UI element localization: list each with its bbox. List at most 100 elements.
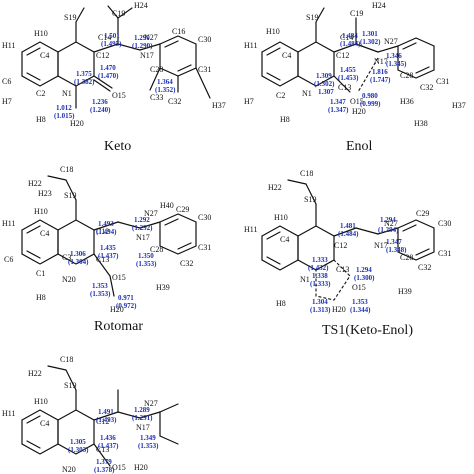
bond-length: (1.484) xyxy=(338,230,359,238)
bond-length: (1.382) xyxy=(74,78,95,86)
atom-h20: H20 xyxy=(134,463,148,472)
atom-c12: C12 xyxy=(96,51,109,60)
bond-length: 1.455 xyxy=(340,66,356,74)
atom-h10: H10 xyxy=(34,397,48,406)
atom-c28: C28 xyxy=(400,71,413,80)
atom-c6: C6 xyxy=(4,255,13,264)
bond-length: (1.302) xyxy=(360,38,381,46)
bond-length: (1.345) xyxy=(386,60,407,68)
bond-length: (1.378) xyxy=(94,466,115,474)
bond-length: 1.436 xyxy=(100,434,116,442)
atom-h22: H22 xyxy=(28,369,42,378)
bond-length: (1.484) xyxy=(340,40,361,48)
bond-length: 1.375 xyxy=(76,70,92,78)
caption-keto: Keto xyxy=(104,139,131,154)
atom-n17: N17 xyxy=(136,233,150,242)
atom-h7: H7 xyxy=(2,97,12,106)
bond-length: 1.470 xyxy=(100,64,116,72)
atom-c32: C32 xyxy=(418,263,431,272)
caption-ts1: TS1(Keto-Enol) xyxy=(322,323,413,338)
bond-length: (0.999) xyxy=(360,100,381,108)
atom-h20: H20 xyxy=(110,305,124,314)
atom-n1: N1 xyxy=(62,89,72,98)
bond-length: 1.292 xyxy=(134,216,150,224)
bond-length: 1.333 xyxy=(312,256,328,264)
bond-length: (1.333) xyxy=(310,280,331,288)
bond-length: 1.301 xyxy=(362,30,378,38)
bond-length: 1.236 xyxy=(92,98,108,106)
atom-c29: C29 xyxy=(416,209,429,218)
atom-c16: C16 xyxy=(172,27,185,36)
bond-length: 1.347 xyxy=(330,98,346,106)
atom-h22: H22 xyxy=(28,179,42,188)
bond-length: (1.437) xyxy=(98,442,119,450)
bond-length: 1.307 xyxy=(318,88,334,96)
bond-length: 1.012 xyxy=(56,104,72,112)
bond-length: (1.294) xyxy=(378,226,399,234)
atom-h11: H11 xyxy=(244,41,257,50)
bond-length: (1.493) xyxy=(96,416,117,424)
atom-c28: C28 xyxy=(150,245,163,254)
atom-n27: N27 xyxy=(384,37,398,46)
atom-n17: N17 xyxy=(140,51,154,60)
atom-n17: N17 xyxy=(374,241,388,250)
bond-length: 1.294 xyxy=(356,266,372,274)
bond-length: (1.348) xyxy=(386,246,407,254)
atom-c29: C29 xyxy=(176,205,189,214)
atom-h8: H8 xyxy=(280,115,290,124)
bond-length: 1.379 xyxy=(96,458,112,466)
atom-c6: C6 xyxy=(2,77,11,86)
atom-h11: H11 xyxy=(2,41,15,50)
panel-enol: H10 S19 C19 H24 H11 C4 C14 N27 C12 C13 N… xyxy=(244,1,466,154)
atom-h7: H7 xyxy=(244,97,254,106)
bond-length: 1.346 xyxy=(386,52,402,60)
atom-n1: N1 xyxy=(300,275,310,284)
bond-length: (1.313) xyxy=(310,306,331,314)
atom-h11: H11 xyxy=(2,219,15,228)
atom-c13: C13 xyxy=(96,445,109,454)
atom-n17: N17 xyxy=(374,57,388,66)
atom-h20: H20 xyxy=(70,119,84,128)
atom-c2: C2 xyxy=(36,89,45,98)
atom-c30: C30 xyxy=(198,35,211,44)
bond-length: (1.432) xyxy=(308,264,329,272)
bond-length: 1.353 xyxy=(352,298,368,306)
bond-length: 1.306 xyxy=(70,250,86,258)
atom-o15: O15 xyxy=(112,463,126,472)
bond-length: 1.435 xyxy=(100,244,116,252)
atom-c4: C4 xyxy=(280,235,289,244)
bond-length: (1.302) xyxy=(314,80,335,88)
bond-length: (1.290) xyxy=(132,42,153,50)
atom-c31: C31 xyxy=(198,243,211,252)
atom-c4: C4 xyxy=(40,419,49,428)
bond-length: 1.350 xyxy=(138,252,154,260)
atom-c4: C4 xyxy=(40,229,49,238)
atom-s19: S19 xyxy=(64,381,76,390)
atom-h23: H23 xyxy=(38,189,52,198)
atom-s19: S19 xyxy=(64,191,76,200)
atom-h8: H8 xyxy=(276,299,286,308)
bond-length: (1.304) xyxy=(68,258,89,266)
atom-h8: H8 xyxy=(36,293,46,302)
bond-length: 1.338 xyxy=(312,272,328,280)
bond-length: (1.453) xyxy=(338,74,359,82)
atom-h37: H37 xyxy=(212,101,226,110)
bond-length: 1.304 xyxy=(312,298,328,306)
atom-h10: H10 xyxy=(274,213,288,222)
atom-c13: C13 xyxy=(338,83,351,92)
atom-c31: C31 xyxy=(198,65,211,74)
atom-c12: C12 xyxy=(334,241,347,250)
panel-keto: H11 H10 S19 C19 H24 C4 C14 N27 C12 N17 C… xyxy=(2,1,226,154)
atom-h11: H11 xyxy=(2,409,15,418)
panel-rotomar: H22 C18 H23 S19 H10 H11 C4 C12 N27 H40 C… xyxy=(2,165,211,334)
atom-c12: C12 xyxy=(336,51,349,60)
bond-length: (1.303) xyxy=(68,446,89,454)
atom-c13: C13 xyxy=(336,265,349,274)
bond-length: (1.353) xyxy=(138,442,159,450)
bond-length: 1.294 xyxy=(380,216,396,224)
bond-length: (1.470) xyxy=(98,72,119,80)
atom-c4: C4 xyxy=(40,51,49,60)
atom-n1: N1 xyxy=(302,89,312,98)
bond-length: 1.353 xyxy=(92,282,108,290)
